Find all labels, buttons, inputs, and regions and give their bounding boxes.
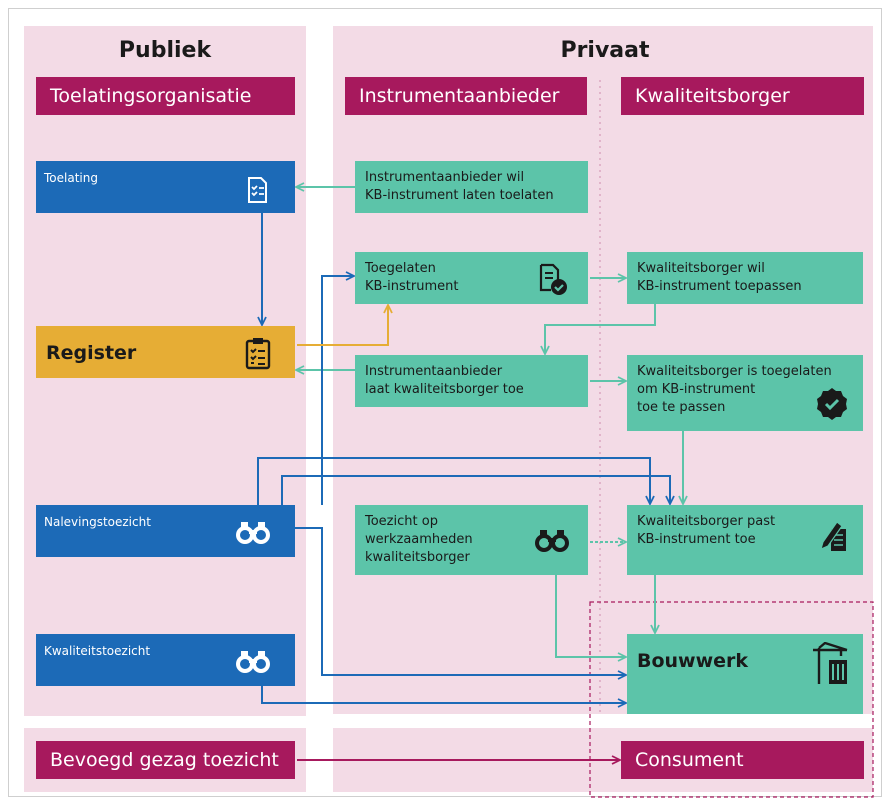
toegelaten-box: Toegelaten KB-instrument <box>355 252 588 304</box>
laat-toe-box: Instrumentaanbieder laat kwaliteitsborge… <box>355 355 588 407</box>
publiek-header: Publiek <box>118 38 212 63</box>
aanbieder-wil-label: Instrumentaanbieder wil KB-instrument la… <box>365 170 554 203</box>
column-kwaliteitsborger: Kwaliteitsborger <box>621 77 864 115</box>
bouwwerk-box: Bouwwerk <box>627 634 863 714</box>
binoculars-icon <box>236 651 270 673</box>
outcome-frame <box>589 601 874 798</box>
toezicht-op-label: Toezicht op werkzaamheden kwaliteitsborg… <box>365 514 473 565</box>
toelating-label: Toelating <box>44 171 98 185</box>
arrow-toezicht-to-bouwwerk <box>555 575 625 657</box>
laat-toe-label: Instrumentaanbieder laat kwaliteitsborge… <box>365 364 524 397</box>
bevoegd-gezag-box: Bevoegd gezag toezicht <box>36 741 295 779</box>
arrow-naleving-to-past-a <box>257 457 650 505</box>
borger-past-label: Kwaliteitsborger past KB-instrument toe <box>637 514 776 547</box>
nalevingstoezicht-box: Nalevingstoezicht <box>36 505 295 557</box>
consument-box: Consument <box>621 741 864 779</box>
toelating-box: Toelating <box>36 161 295 213</box>
crane-building-icon <box>813 642 848 684</box>
arrow-naleving-to-bouwwerk <box>295 527 625 675</box>
arrow-register-to-toegelaten <box>297 306 388 346</box>
certified-document-icon <box>539 263 567 295</box>
toezicht-op-box: Toezicht op werkzaamheden kwaliteitsborg… <box>355 505 588 575</box>
kwaliteitstoezicht-box: Kwaliteitstoezicht <box>36 634 295 686</box>
kwaliteitstoezicht-label: Kwaliteitstoezicht <box>44 644 151 658</box>
borger-toegelaten-box: Kwaliteitsborger is toegelaten om KB-ins… <box>627 355 863 431</box>
arrow-kwaliteitstoezicht-to-bouwwerk <box>261 686 625 703</box>
binoculars-icon <box>535 530 569 552</box>
register-box: Register <box>36 326 295 378</box>
privaat-header: Privaat <box>560 38 650 63</box>
column-instrumentaanbieder: Instrumentaanbieder <box>345 77 587 115</box>
approved-badge-icon <box>817 388 847 420</box>
aanbieder-wil-box: Instrumentaanbieder wil KB-instrument la… <box>355 161 588 213</box>
borger-past-box: Kwaliteitsborger past KB-instrument toe <box>627 505 863 575</box>
borger-wil-label: Kwaliteitsborger wil KB-instrument toepa… <box>637 261 802 294</box>
pen-document-icon <box>820 521 846 551</box>
clipboard-icon <box>245 338 271 370</box>
arrow-borger-wil-to-laat-toe <box>545 304 656 353</box>
arrow-naleving-to-toegelaten <box>321 276 353 505</box>
toegelaten-label: Toegelaten KB-instrument <box>365 261 459 294</box>
register-label: Register <box>46 342 137 364</box>
borger-toegelaten-label: Kwaliteitsborger is toegelaten om KB-ins… <box>637 364 832 415</box>
bouwwerk-label: Bouwwerk <box>637 650 749 672</box>
binoculars-icon <box>236 522 270 544</box>
borger-wil-box: Kwaliteitsborger wil KB-instrument toepa… <box>627 252 863 304</box>
nalevingstoezicht-label: Nalevingstoezicht <box>44 515 151 529</box>
column-toelatingsorganisatie: Toelatingsorganisatie <box>36 77 295 115</box>
checklist-document-icon <box>248 177 267 203</box>
arrow-naleving-to-past-b <box>281 475 670 505</box>
